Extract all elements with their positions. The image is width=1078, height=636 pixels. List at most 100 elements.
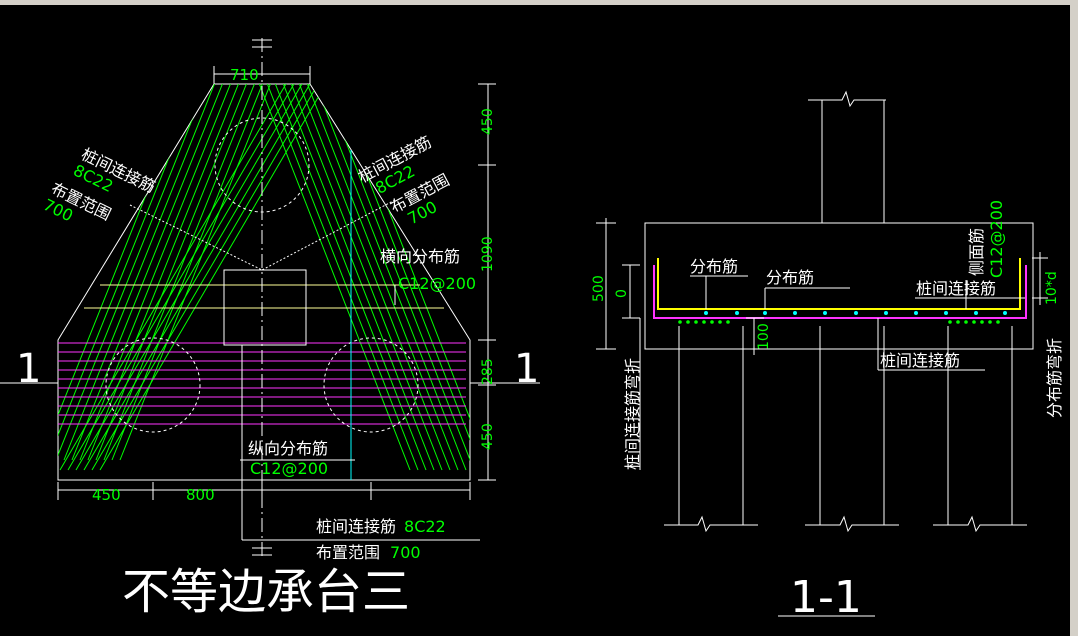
rebar-dot bbox=[854, 311, 858, 315]
rebar-line bbox=[67, 84, 309, 471]
section-label-dist-bend: 分布筋弯折 bbox=[1045, 338, 1064, 418]
bottom-note-line2: 布置范围 700 bbox=[316, 543, 421, 562]
bottom-note-value1: 8C22 bbox=[404, 517, 446, 536]
rebar-dot bbox=[948, 320, 952, 324]
distribution-bar-dots bbox=[704, 311, 1007, 315]
connection-bar-dots bbox=[678, 320, 1000, 324]
section-label-dist-1: 分布筋 bbox=[690, 257, 738, 276]
rebar-dot bbox=[996, 320, 1000, 324]
dim-top bbox=[213, 66, 311, 84]
rebar-dot bbox=[694, 320, 698, 324]
rebar-line bbox=[265, 84, 427, 471]
rebar-dot bbox=[710, 320, 714, 324]
transverse-note-line2: C12@200 bbox=[398, 274, 476, 293]
rebar-dot bbox=[1003, 311, 1007, 315]
longitudinal-note-line2: C12@200 bbox=[250, 459, 328, 478]
leader-right bbox=[261, 199, 396, 271]
section-piles bbox=[664, 326, 1027, 533]
section-label-dist-2: 分布筋 bbox=[766, 268, 814, 287]
rebar-dot bbox=[972, 320, 976, 324]
transverse-note-line1: 横向分布筋 bbox=[380, 247, 460, 266]
dim-right-label-2: 1090 bbox=[480, 236, 496, 272]
rebar-line bbox=[297, 84, 459, 471]
rebar-dot bbox=[956, 320, 960, 324]
bottom-note-value2: 700 bbox=[390, 543, 421, 562]
rebar-line bbox=[79, 84, 241, 461]
section-label-conn-top: 桩间连接筋 bbox=[916, 279, 996, 298]
section-label-side: 侧面筋 bbox=[967, 228, 986, 276]
axis-marker-bottom bbox=[252, 547, 272, 556]
dim-bottom-label-2: 800 bbox=[186, 486, 215, 504]
rebar-line bbox=[111, 84, 273, 461]
window-scrollbar[interactable] bbox=[1070, 5, 1078, 636]
dim-right-label-4: 450 bbox=[480, 423, 496, 450]
plan-title: 不等边承台三 bbox=[122, 564, 410, 620]
section-column bbox=[808, 90, 886, 223]
rebar-line bbox=[83, 84, 325, 471]
rebar-dot bbox=[735, 311, 739, 315]
rebar-line bbox=[289, 84, 451, 471]
pile-circle-right bbox=[323, 337, 419, 433]
section-title: 1-1 bbox=[790, 572, 862, 623]
rebar-dot bbox=[964, 320, 968, 324]
bottom-note-line1: 桩间连接筋 8C22 bbox=[316, 517, 446, 536]
section-mark-left: 1 bbox=[16, 346, 41, 392]
rebar-dot bbox=[763, 311, 767, 315]
rebar-line bbox=[87, 84, 249, 461]
column-outline bbox=[223, 269, 307, 346]
rebar-line bbox=[103, 84, 265, 461]
rebar-dot bbox=[793, 311, 797, 315]
rebar-dot bbox=[702, 320, 706, 324]
bottom-bar-magenta bbox=[653, 265, 1027, 319]
rebar-line bbox=[281, 84, 443, 471]
section-label-conn-bottom: 桩间连接筋 bbox=[880, 351, 960, 370]
rebar-line bbox=[75, 84, 317, 471]
rebar-line bbox=[273, 84, 435, 471]
rebar-dot bbox=[704, 311, 708, 315]
section-dim-500: 500 bbox=[591, 275, 607, 302]
rebar-line bbox=[99, 84, 341, 471]
rebar-dot bbox=[726, 320, 730, 324]
side-bar-yellow bbox=[657, 258, 1021, 310]
rebar-line bbox=[63, 84, 225, 461]
rebar-line bbox=[95, 84, 257, 461]
rebar-dot bbox=[980, 320, 984, 324]
section-cap bbox=[644, 222, 1034, 350]
section-dims-left bbox=[596, 218, 764, 470]
rebar-line bbox=[71, 84, 233, 461]
section-view: 500 0 100 10*d 分布筋 分布筋 桩间连接筋 桩间连接筋 侧面筋 C… bbox=[591, 90, 1064, 623]
bottom-note-label1: 桩间连接筋 bbox=[316, 517, 396, 536]
rebar-dot bbox=[944, 311, 948, 315]
rebar-line bbox=[59, 84, 301, 471]
rebar-line bbox=[249, 84, 411, 471]
rebar-dot bbox=[974, 311, 978, 315]
rebar-line bbox=[119, 84, 281, 461]
longitudinal-note-line1: 纵向分布筋 bbox=[248, 439, 328, 458]
dim-right-label-1: 450 bbox=[480, 108, 496, 135]
rebar-dot bbox=[884, 311, 888, 315]
section-label-conn-bend: 桩间连接筋弯折 bbox=[623, 358, 642, 470]
rebar-dot bbox=[823, 311, 827, 315]
plan-view: 710 450 800 450 1090 285 450 桩间连接筋 8C22 … bbox=[0, 38, 540, 620]
rebar-line bbox=[58, 84, 217, 461]
axis-marker-top bbox=[252, 39, 272, 48]
leader-left bbox=[129, 204, 263, 271]
dim-bottom-label-1: 450 bbox=[92, 486, 121, 504]
dim-bottom bbox=[57, 482, 471, 500]
window-top-border bbox=[0, 0, 1078, 5]
rebar-line bbox=[91, 84, 333, 471]
section-dims-right bbox=[1032, 252, 1048, 305]
dim-right-label-3: 285 bbox=[480, 358, 496, 385]
rebar-dot bbox=[718, 320, 722, 324]
section-dim-100: 100 bbox=[756, 323, 772, 350]
dim-top-label: 710 bbox=[230, 66, 259, 84]
pile-circle-left bbox=[105, 337, 201, 433]
rebar-dot bbox=[914, 311, 918, 315]
rebar-dot bbox=[686, 320, 690, 324]
rebar-dot bbox=[988, 320, 992, 324]
bottom-note-label2: 布置范围 bbox=[316, 543, 380, 562]
rebar-line bbox=[305, 84, 467, 471]
section-dim-10d: 10*d bbox=[1044, 271, 1060, 305]
